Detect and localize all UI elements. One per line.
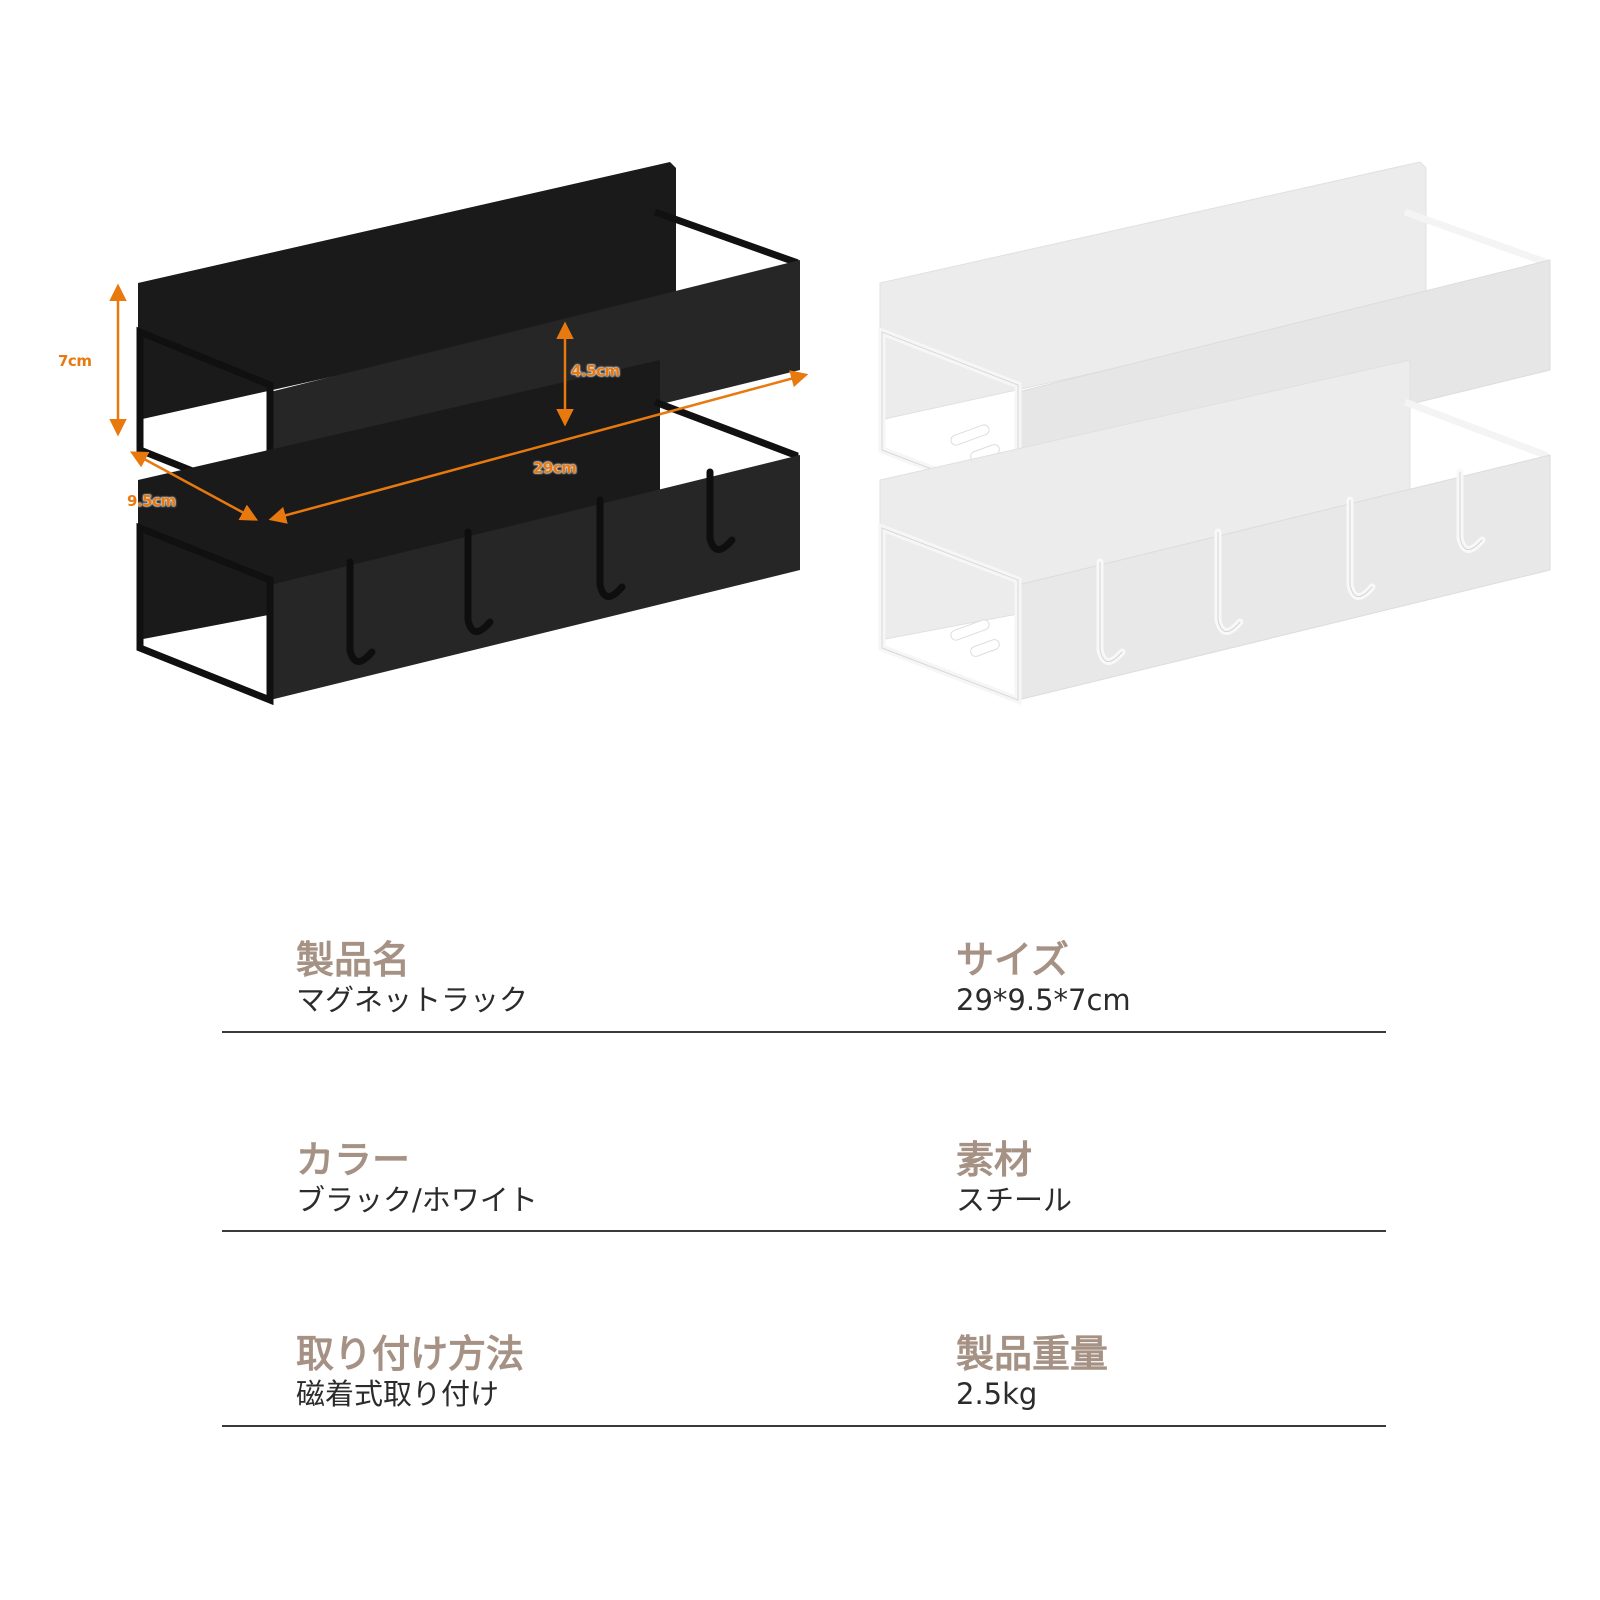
dimension-depth-label: 9.5cm	[127, 492, 176, 510]
spec-value: 磁着式取り付け	[296, 1377, 500, 1411]
dimension-arrows	[109, 283, 809, 524]
spec-value: ブラック/ホワイト	[296, 1183, 538, 1217]
white-rack	[878, 161, 1551, 706]
spec-size: サイズ 29*9.5*7cm	[956, 938, 1131, 1018]
spec-value: 29*9.5*7cm	[956, 983, 1131, 1017]
spec-mounting: 取り付け方法 磁着式取り付け	[296, 1332, 524, 1412]
spec-label: 製品名	[296, 938, 411, 982]
dimension-width-label: 29cm	[533, 459, 577, 477]
spec-product-name: 製品名 マグネットラック	[296, 938, 528, 1018]
hook-icon	[346, 468, 736, 665]
row-divider	[222, 1230, 1386, 1232]
spec-color: カラー ブラック/ホワイト	[296, 1138, 538, 1218]
black-rack	[136, 162, 800, 706]
dimension-height-label: 7cm	[58, 352, 92, 370]
spec-label: サイズ	[956, 938, 1069, 982]
dimension-inner-height-label: 4.5cm	[571, 362, 620, 380]
spec-label: 製品重量	[956, 1332, 1109, 1376]
spec-value: スチール	[956, 1183, 1073, 1217]
spec-weight: 製品重量 2.5kg	[956, 1332, 1108, 1412]
product-illustration: 7cm 4.5cm 9.5cm 29cm	[0, 0, 1600, 760]
spec-label: 取り付け方法	[296, 1332, 525, 1376]
row-divider	[222, 1031, 1386, 1033]
spec-label: カラー	[296, 1138, 411, 1182]
spec-material: 素材 スチール	[956, 1138, 1072, 1218]
rack-drawing	[109, 161, 1551, 706]
spec-value: 2.5kg	[956, 1377, 1038, 1411]
spec-value: マグネットラック	[296, 983, 529, 1017]
row-divider	[222, 1425, 1386, 1427]
spec-label: 素材	[956, 1138, 1033, 1182]
